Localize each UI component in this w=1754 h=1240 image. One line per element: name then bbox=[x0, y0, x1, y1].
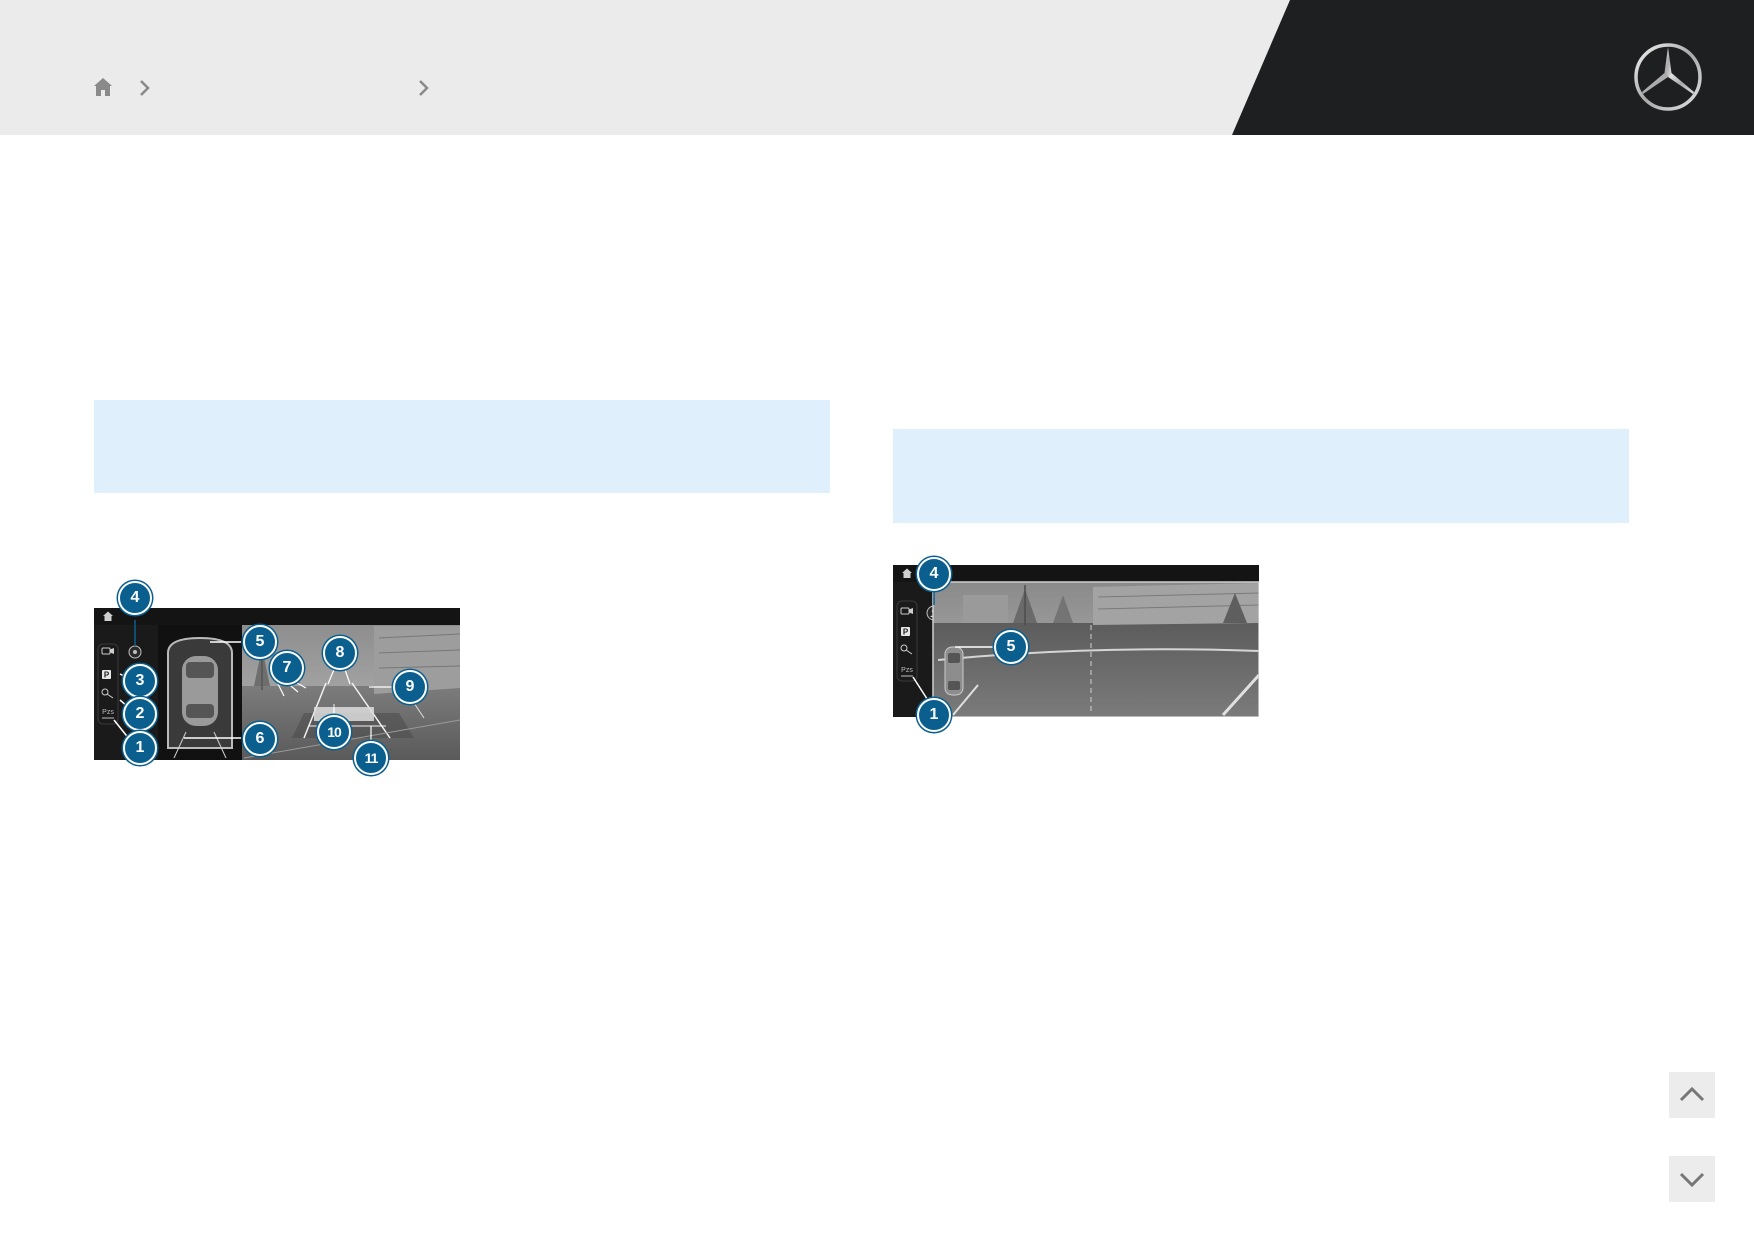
chevron-up-icon bbox=[1679, 1086, 1705, 1102]
svg-text:P: P bbox=[104, 671, 110, 680]
home-icon bbox=[103, 611, 113, 621]
camera-screen-top-view: P Pzs bbox=[94, 581, 461, 775]
svg-text:P: P bbox=[903, 628, 909, 637]
parking-icon: P bbox=[901, 627, 910, 637]
breadcrumb-item-1[interactable] bbox=[160, 79, 410, 97]
callout-9: 9 bbox=[393, 670, 427, 704]
mercedes-star-logo[interactable] bbox=[1633, 42, 1703, 112]
info-box-right bbox=[893, 429, 1629, 523]
chevron-down-icon bbox=[1679, 1172, 1705, 1188]
callout-7: 7 bbox=[270, 651, 304, 685]
steering-icon bbox=[101, 688, 114, 699]
callout-5: 5 bbox=[243, 625, 277, 659]
breadcrumb-item-2[interactable] bbox=[440, 79, 740, 97]
home-icon[interactable] bbox=[92, 76, 114, 98]
camera-screen-rear-view: P Pzs bbox=[893, 557, 1261, 732]
callout-6: 6 bbox=[243, 722, 277, 756]
parking-sensor-icon: Pzs bbox=[901, 667, 913, 677]
callout-10: 10 bbox=[317, 715, 351, 749]
header-bar bbox=[0, 0, 1754, 135]
callout-1: 1 bbox=[123, 731, 157, 765]
parking-sensor-icon: Pzs bbox=[102, 709, 114, 719]
scroll-up-button[interactable] bbox=[1669, 1072, 1715, 1118]
camera-screen-illustration: P Pzs bbox=[893, 565, 1261, 718]
steering-icon bbox=[900, 644, 913, 655]
header-dark-panel bbox=[1232, 0, 1754, 135]
callout-8: 8 bbox=[323, 636, 357, 670]
home-icon bbox=[902, 568, 912, 578]
breadcrumb-chevron-right-icon bbox=[417, 78, 431, 98]
parking-icon: P bbox=[102, 670, 111, 680]
callout-2: 2 bbox=[123, 697, 157, 731]
scroll-down-button[interactable] bbox=[1669, 1156, 1715, 1202]
info-box-left bbox=[94, 400, 830, 493]
callout-4: 4 bbox=[118, 581, 152, 615]
callout-11: 11 bbox=[354, 741, 388, 775]
svg-text:Pzs: Pzs bbox=[901, 667, 913, 674]
callout-5: 5 bbox=[994, 630, 1028, 664]
camera-icon bbox=[900, 607, 913, 615]
breadcrumb-chevron-right-icon bbox=[138, 78, 152, 98]
camera-icon bbox=[101, 647, 114, 655]
svg-text:Pzs: Pzs bbox=[102, 709, 114, 716]
callout-1: 1 bbox=[917, 698, 951, 732]
callout-3: 3 bbox=[123, 664, 157, 698]
callout-4: 4 bbox=[917, 557, 951, 591]
